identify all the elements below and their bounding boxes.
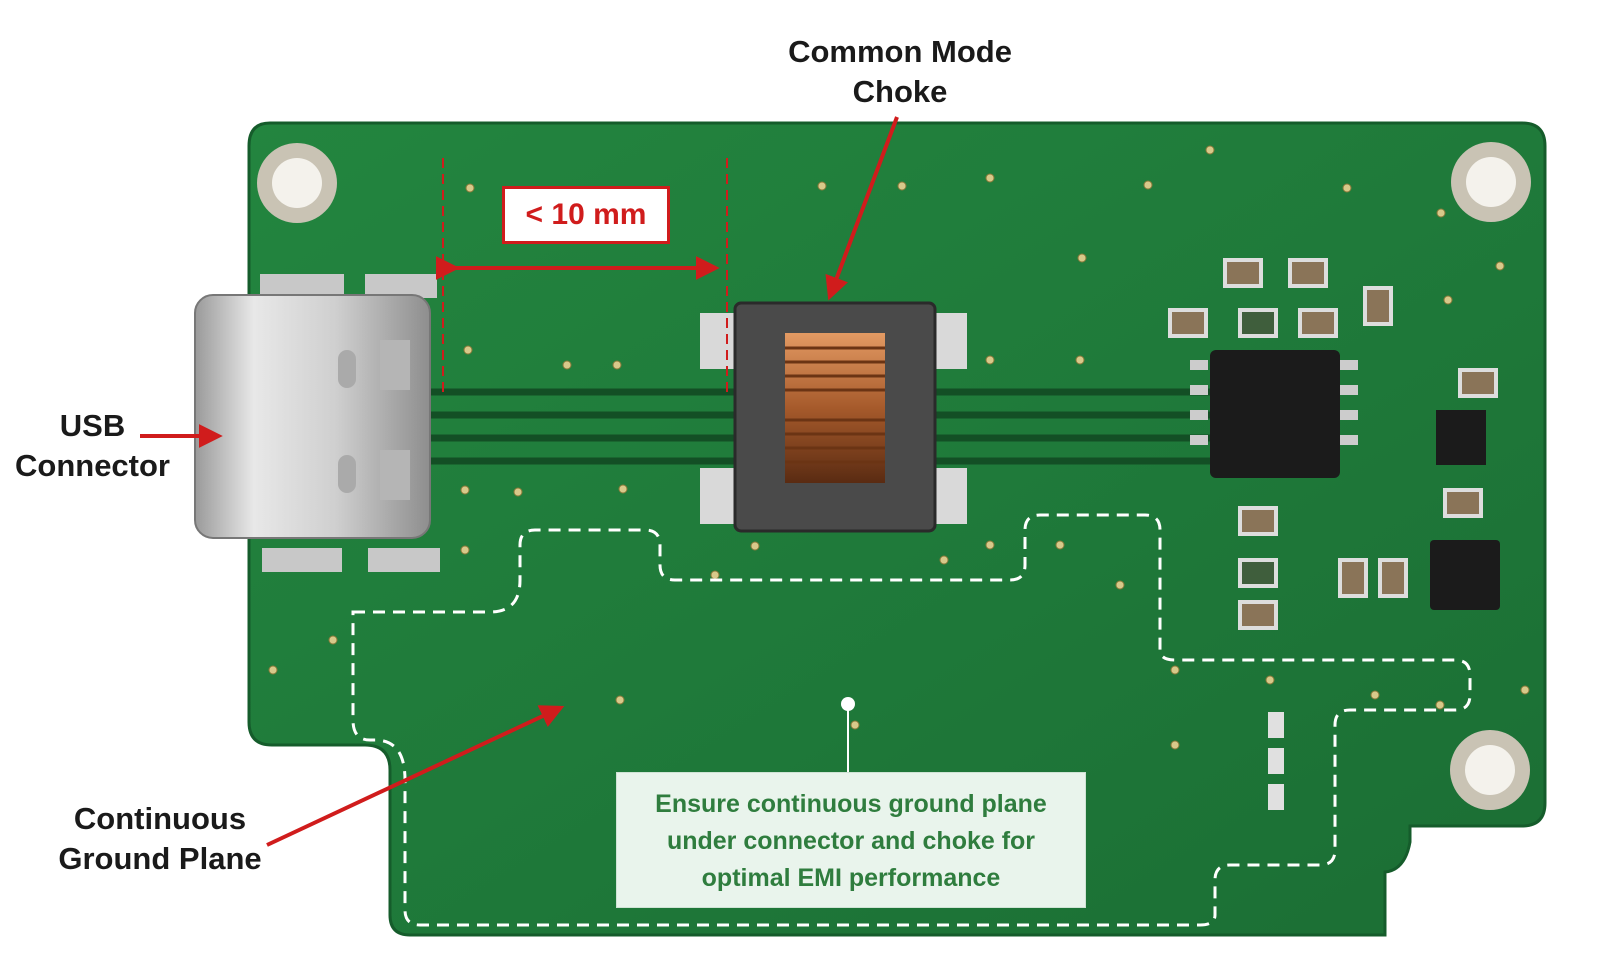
ground-plane-label: Continuous Ground Plane [40, 799, 280, 879]
ground-label-line-1: Continuous [73, 801, 247, 836]
mounting-hole-top-right [1451, 142, 1531, 222]
measurement-label: < 10 mm [502, 186, 670, 244]
mounting-hole-bottom-right [1450, 730, 1530, 810]
usb-connector-label: USB Connector [0, 406, 185, 486]
ground-plane-outline [351, 513, 1472, 927]
usb-c-connector [194, 274, 440, 572]
vias [268, 145, 1530, 750]
ic-chip-main [1190, 350, 1358, 478]
note-line-1: Ensure continuous ground plane [655, 790, 1047, 818]
note-line-2: under connector and choke for [666, 827, 1036, 855]
ground-label-line-2: Ground Plane [58, 841, 262, 876]
ic-chip-small-2 [1430, 540, 1500, 610]
choke-label-line-2: Choke [852, 74, 948, 109]
note-pointer-dot [841, 697, 855, 711]
usb-label-line-2: Connector [15, 448, 170, 483]
passive-components [1168, 258, 1498, 810]
common-mode-choke-label: Common Mode Choke [700, 32, 1100, 112]
usb-label-line-1: USB [59, 408, 126, 443]
ic-chip-small-1 [1436, 410, 1486, 465]
ground-arrow [266, 705, 565, 847]
note-line-3: optimal EMI performance [701, 864, 1001, 892]
mounting-hole-top-left [257, 143, 337, 223]
choke-arrow [825, 116, 899, 301]
common-mode-choke [700, 301, 967, 533]
choke-label-line-1: Common Mode [788, 34, 1012, 69]
emi-note-box: Ensure continuous ground plane under con… [616, 772, 1086, 908]
usb-traces [425, 388, 1215, 465]
